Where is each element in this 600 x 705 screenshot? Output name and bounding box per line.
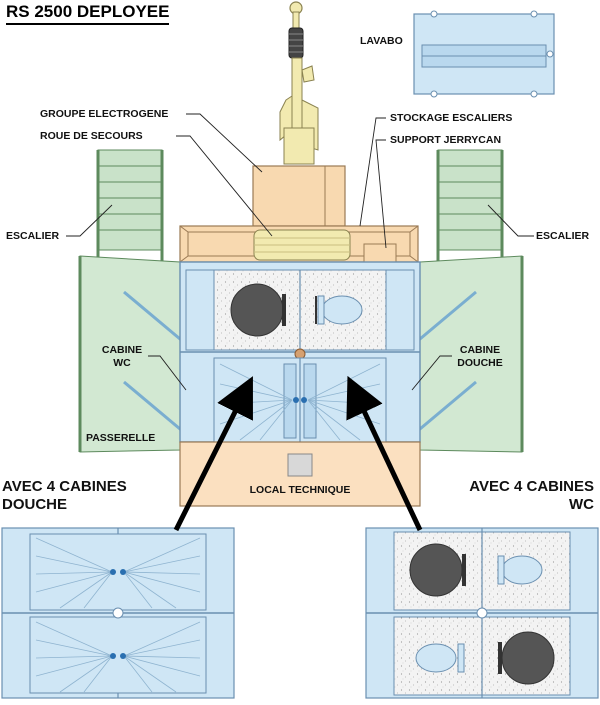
label-escalier-right: ESCALIER [536, 230, 590, 242]
label-cabine-douche-1: CABINE [459, 344, 501, 356]
label-stockage-escaliers: STOCKAGE ESCALIERS [390, 112, 513, 124]
label-lavabo: LAVABO [360, 35, 403, 47]
label-local-technique: LOCAL TECHNIQUE [249, 484, 351, 496]
toilet-round-main [230, 283, 284, 337]
leader-lines [66, 113, 534, 391]
label-passerelle: PASSERELLE [86, 432, 156, 444]
label-support-jerrycan: SUPPORT JERRYCAN [390, 134, 502, 146]
page-title: RS 2500 DEPLOYEE [6, 2, 170, 25]
label-avec-wc-2: WC [569, 496, 594, 513]
arrow-wc [346, 375, 423, 532]
label-cabine-wc-2: WC [113, 357, 131, 369]
wc-cabins-variant [365, 527, 599, 699]
generator-block [252, 165, 346, 227]
lavabo-unit [413, 10, 555, 98]
shower-cabins-variant [1, 527, 235, 699]
label-roue-de-secours: ROUE DE SECOURS [40, 130, 143, 142]
toilet-bowl-main [321, 295, 363, 325]
label-avec-douche-1: AVEC 4 CABINES [2, 478, 127, 495]
label-groupe-electrogene: GROUPE ELECTROGENE [40, 108, 169, 120]
right-stair [436, 149, 504, 262]
left-stair [96, 149, 164, 262]
label-avec-wc-1: AVEC 4 CABINES [469, 478, 594, 495]
label-cabine-wc-1: CABINE [101, 344, 143, 356]
arrow-douche [173, 376, 253, 532]
jerrycan-support [363, 243, 397, 263]
label-avec-douche-2: DOUCHE [2, 496, 68, 513]
label-escalier-left: ESCALIER [6, 230, 60, 242]
tow-bar [279, 1, 319, 165]
label-cabine-douche-2: DOUCHE [457, 357, 503, 369]
